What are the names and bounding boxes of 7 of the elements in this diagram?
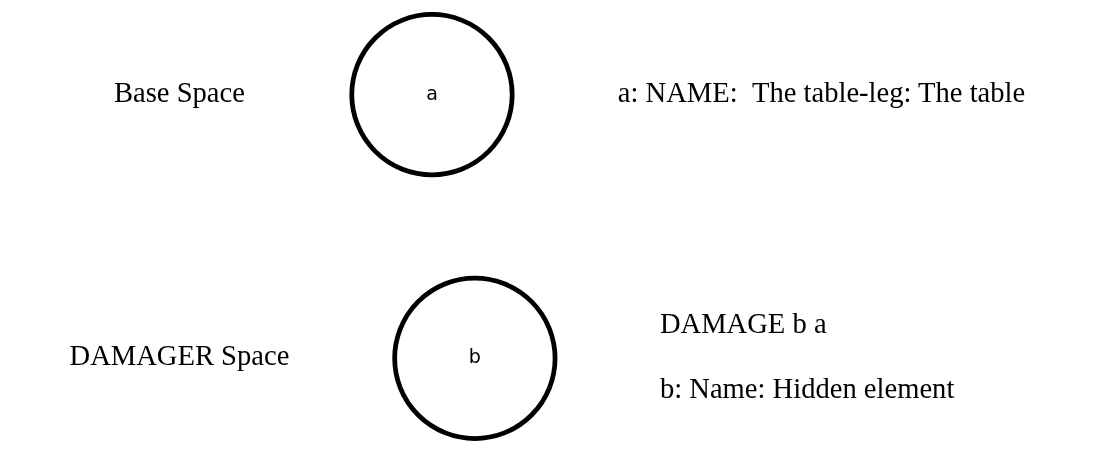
label: Base Space [113, 76, 245, 108]
node-circle: b [392, 275, 558, 441]
node-label: b: Name: Hidden element [659, 372, 955, 404]
node-circle: a [349, 12, 515, 178]
node-label: DAMAGE b a [659, 307, 827, 339]
label: DAMAGER Space [69, 340, 290, 372]
node-label: a: NAME: The table-leg: The table [617, 76, 1026, 108]
